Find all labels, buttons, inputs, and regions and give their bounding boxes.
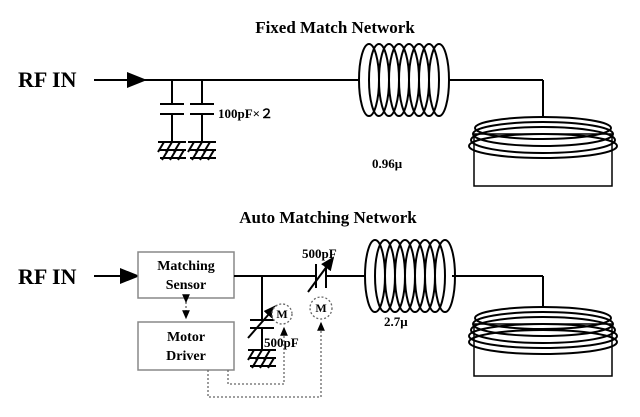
coil-turn <box>434 239 456 313</box>
top-ground-icon-1 <box>157 141 186 161</box>
top-shunt-capacitor-2 <box>190 80 214 142</box>
fixed-network-title: Fixed Match Network <box>255 18 415 37</box>
motor-driver-box: Motor Driver <box>137 321 235 371</box>
motor-control-lines <box>207 321 325 398</box>
matching-sensor-line1: Matching <box>157 259 215 274</box>
auto-network-title: Auto Matching Network <box>239 208 417 227</box>
top-antenna-chamber <box>468 116 618 187</box>
bottom-rf-in-label: RF IN <box>18 264 77 289</box>
top-rf-in-label: RF IN <box>18 67 77 92</box>
motor-driver-line1: Motor <box>167 330 205 345</box>
motor-icon-series: M <box>309 296 333 320</box>
bottom-antenna-chamber <box>468 306 618 377</box>
bottom-ground-icon <box>247 349 276 369</box>
coil-turn <box>424 239 446 313</box>
top-inductor-coil <box>358 43 450 117</box>
motor-shunt-label: M <box>276 307 287 321</box>
shunt-cap-label: 500pF <box>264 335 299 350</box>
coil-turn <box>418 43 440 117</box>
motor-driver-line2: Driver <box>166 349 206 364</box>
top-capacitor-label: 100pF×２ <box>218 106 273 121</box>
matching-sensor-box: Matching Sensor <box>137 251 235 299</box>
bottom-inductor-coil <box>364 239 456 313</box>
matching-sensor-line2: Sensor <box>166 278 206 293</box>
auto-matching-network: Auto Matching Network RF IN Matching Sen… <box>18 208 618 398</box>
motor-series-label: M <box>315 301 326 315</box>
coil-turn <box>428 43 450 117</box>
top-inductor-label: 0.96μ <box>372 156 403 171</box>
series-cap-label: 500pF <box>302 246 337 261</box>
shunt-variable-capacitor <box>247 276 278 350</box>
top-shunt-capacitor-1 <box>160 80 184 142</box>
top-ground-icon-2 <box>187 141 216 161</box>
bottom-inductor-label: 2.7μ <box>384 314 408 329</box>
fixed-match-network: Fixed Match Network RF IN <box>18 18 618 187</box>
series-variable-capacitor <box>307 256 335 293</box>
motor-icon-shunt: M <box>271 303 293 325</box>
